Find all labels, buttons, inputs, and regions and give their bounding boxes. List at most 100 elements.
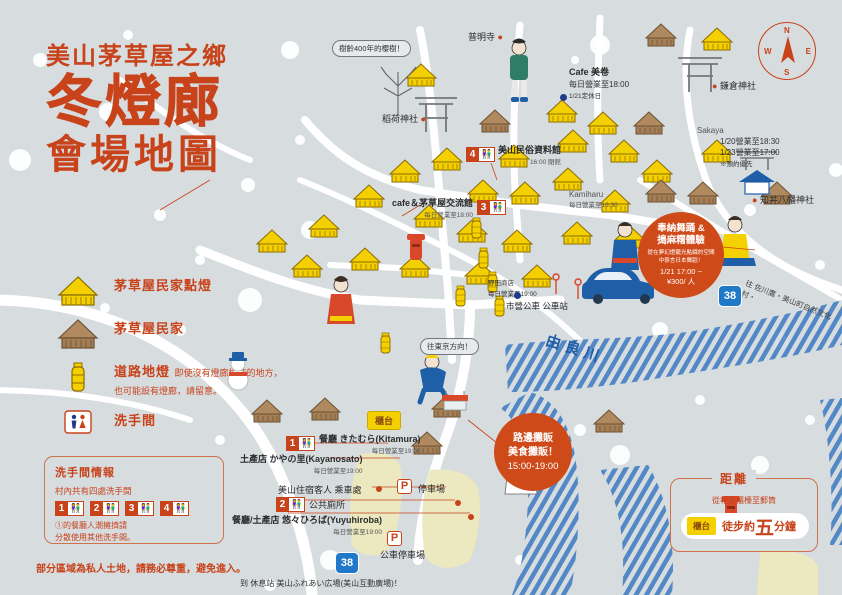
restroom-glyph-icon: 👫 <box>299 436 315 451</box>
route-shield-38-a: 38 <box>718 285 742 307</box>
sakaya-hours: 1/20營業至18:30 1/23營業至17:00 ※預約優先 <box>720 137 780 168</box>
event-line4: 中祭言日本舞蹈！ <box>658 258 704 265</box>
restroom-badge-1: 1👫 <box>55 501 84 516</box>
badge-number: 3 <box>477 200 491 215</box>
person-kimono-illustration <box>327 276 355 324</box>
cherry-tree-icon <box>380 66 417 115</box>
river-yuragawa <box>500 300 842 595</box>
badge-number: 1 <box>286 436 299 451</box>
food-stall-icon <box>442 391 468 411</box>
event-line6: ¥300/ 人 <box>666 277 696 287</box>
restroom-badge-3: 3👫 <box>125 501 154 516</box>
person-green-illustration <box>510 38 528 102</box>
torii-gate-kamakura-icon <box>678 57 722 92</box>
distance-subtitle: 從報到櫃檯至郵筒 <box>712 496 776 505</box>
public-toilet-label: 公共廁所 <box>309 500 346 510</box>
badge-number: 2 <box>276 497 289 512</box>
restroom-glyph-icon: 👫 <box>173 501 189 516</box>
road-station-note: 到 休息站 美山ふれあい広場(美山互動廣場)！ <box>240 579 402 588</box>
restroom-box-subtitle: 村內共有四處洗手間 <box>55 486 132 496</box>
compass-north-label: N <box>784 26 790 35</box>
bus-parking-label: 公車停車場 <box>380 550 426 560</box>
event-line2: 搗麻糬體驗 <box>657 234 705 246</box>
person-dancer-illustration <box>720 216 756 266</box>
shrine-chii-hachiman-icon <box>737 151 777 195</box>
kitamura-label: 餐廳 きたむら(Kitamura)每日營業至19:00 <box>319 434 421 455</box>
field-area <box>350 452 403 556</box>
public-toilet-entry: 2👫 公共廁所 <box>276 497 345 512</box>
distance-walk-prefix: 徒步約 <box>722 521 756 533</box>
title-subtitle: 美山茅草屋之鄉 <box>46 43 228 70</box>
post-box-icon <box>407 234 425 260</box>
badge-number: 3 <box>125 501 138 516</box>
distance-walk-number: 五 <box>755 517 775 539</box>
restroom-glyph-icon: 👫 <box>490 200 507 215</box>
yuyuhiroba-dot <box>468 514 474 520</box>
person-blue-running-illustration <box>417 354 451 405</box>
event-circle: 奉納舞踊 & 搗麻糬體驗 提在夢幻燈籠光點綴的空間 中祭言日本舞蹈！ 1/21 … <box>638 212 724 298</box>
legend-item-lantern: 道路地燈 即使沒有燈廊標誌的地方， 也可能設有燈廊，請留意。 <box>52 361 282 399</box>
public-toilet-dot <box>455 500 461 506</box>
food-circle: 路邊攤販 美食攤販！ 15:00-19:00 <box>494 413 572 491</box>
restroom-badge-4: 4👫 <box>160 501 189 516</box>
distance-title: 距離 <box>712 470 757 487</box>
private-land-note: 部分區域為私人土地，請務必尊重，避免進入。 <box>36 564 246 575</box>
restroom-badge-4-map: 4👫 <box>466 147 495 162</box>
sakaya-label: Sakaya <box>697 126 724 135</box>
shuttle-label: 美山住宿客人 乘車處 <box>278 485 362 495</box>
restroom-badge-2-map: 2👫 <box>276 497 305 512</box>
badge-number: 1 <box>55 501 68 516</box>
legend-label: 道路地燈 <box>114 364 171 379</box>
restroom-info-box: 洗手間情報 村內共有四處洗手間 1👫 2👫 3👫 4👫 ①的餐廳人潮擁擠請 分散… <box>44 456 224 544</box>
badge-number: 2 <box>90 501 103 516</box>
cafe-kayabuki-entry: cafe＆茅草屋交流館每日營業至18:00 3👫 <box>392 196 507 219</box>
inari-shrine-label: 稻荷神社 ● <box>382 114 426 124</box>
cafe-mikan-block: Cafe 美卷 每日營業至18:00 1/21定休日 <box>569 67 630 100</box>
restroom-badge-3-map: 3👫 <box>477 200 507 215</box>
distance-pill: 櫃台 徒步約 五 分鐘 <box>681 513 809 539</box>
kamiharu-label: Kamiharu 每日營業至16:30 <box>569 190 618 209</box>
food-line1: 路邊攤販 <box>513 433 553 444</box>
road-lantern-markers <box>380 217 505 354</box>
chii-hachiman-label: ● 知井八幡神社 <box>752 195 814 205</box>
restroom-glyph-icon: 👫 <box>479 147 495 162</box>
legend-item-lit-house: 茅草屋民家點燈 <box>52 275 282 307</box>
parking-label-1: 停車場 <box>418 484 446 494</box>
thatched-house-icon <box>52 318 104 350</box>
event-line1: 奉納舞踊 & <box>657 222 705 234</box>
restroom-box-footnote: ①的餐廳人潮擁擠請 分散使用其他洗手間。 <box>55 521 135 542</box>
event-line5: 1/21 17:00 ~ <box>660 267 702 277</box>
reception-tag: 櫃台 <box>367 411 402 430</box>
compass-needle-icon <box>781 36 795 63</box>
compass-south-label: S <box>784 68 790 77</box>
legend: 茅草屋民家點燈 茅草屋民家 道路地燈 即使沒有燈廊標誌的地方， 也可能設有燈廊，… <box>52 275 282 445</box>
restroom-glyph-icon: 👫 <box>289 497 305 512</box>
restroom-badge-1-map: 1👫 <box>286 436 315 451</box>
restroom-badge-list: 1👫 2👫 3👫 4👫 <box>55 501 213 516</box>
restroom-glyph-icon: 👫 <box>138 501 154 516</box>
event-line3: 提在夢幻燈籠光點綴的空間 <box>647 250 715 257</box>
title-main: 冬燈廊 <box>46 70 223 133</box>
title-main2: 會場地圖 <box>46 133 222 178</box>
restroom-box-title: 洗手間情報 <box>55 467 115 479</box>
cafe-mikan-dot <box>560 94 567 101</box>
field-area-2 <box>757 550 818 595</box>
legend-label: 洗手間 <box>114 413 157 428</box>
bus-parking-area <box>422 469 481 568</box>
person-blue-kimono-illustration <box>611 222 639 270</box>
blue-car-illustration <box>582 268 654 304</box>
food-line2: 美食攤販！ <box>508 446 558 458</box>
thatched-house-lit-icon <box>52 275 104 307</box>
legend-item-house: 茅草屋民家 <box>52 318 282 350</box>
compass-east-label: E <box>805 47 811 56</box>
compass-west-label: W <box>764 47 772 56</box>
kamakura-shrine-label: ● 鎌倉神社 <box>712 81 756 91</box>
fumyoji-label: 普明寺 ● <box>468 32 503 42</box>
distance-box: 從報到櫃檯至郵筒 櫃台 徒步約 五 分鐘 <box>670 478 818 552</box>
compass-rose: N E S W <box>758 22 816 80</box>
restroom-badge-2: 2👫 <box>90 501 119 516</box>
parking-marker-2: P <box>387 531 402 546</box>
